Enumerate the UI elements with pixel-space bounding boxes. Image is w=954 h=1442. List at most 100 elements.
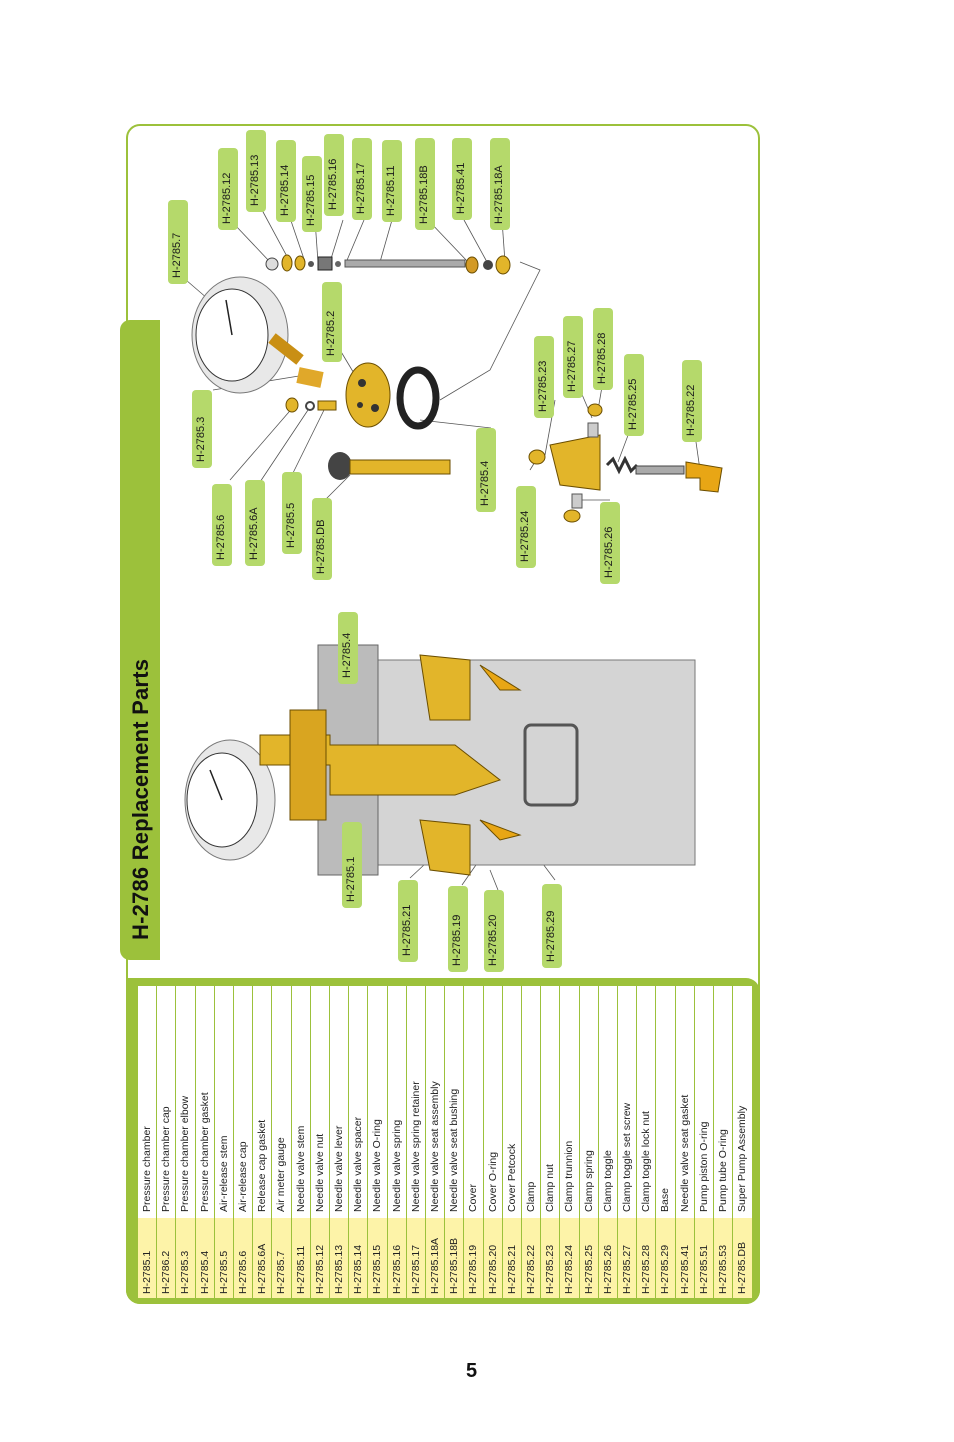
part-description-cell: Needle valve spring retainer — [406, 986, 426, 1218]
part-number-cell: H-2785.1 — [138, 1218, 157, 1298]
callout-label: H-2785.15 — [302, 156, 322, 232]
part-number: H-2785.7 — [275, 1250, 288, 1294]
callout-label: H-2785.18B — [415, 138, 435, 230]
part-number-cell: H-2785.5 — [214, 1218, 234, 1298]
callout-label: H-2785.13 — [246, 130, 266, 212]
part-description-cell: Clamp toggle set screw — [618, 986, 637, 1218]
part-description-cell: Needle valve seat gasket — [675, 986, 695, 1218]
part-number: H-2785.14 — [352, 1244, 365, 1294]
part-description-cell: Cover O-ring — [483, 986, 503, 1218]
table-row: H-2785.15 Needle valve O-ring — [367, 986, 388, 1298]
part-number: H-2785.21 — [505, 1244, 518, 1294]
table-row: H-2785.23 Clamp nut — [540, 986, 561, 1298]
part-description: Clamp — [525, 1181, 537, 1212]
callout-label: H-2785.21 — [398, 880, 418, 962]
part-description: Needle valve stem — [294, 1125, 307, 1212]
part-description: Pressure chamber cap — [160, 1106, 173, 1212]
part-description-cell: Cover — [464, 986, 484, 1218]
table-row: H-2785.27 Clamp toggle set screw — [617, 986, 637, 1298]
callout-label: H-2785.27 — [563, 316, 583, 398]
callout-label: H-2785.24 — [516, 486, 536, 568]
part-description: Needle valve spacer — [352, 1116, 365, 1212]
part-description: Needle valve spring retainer — [409, 1081, 422, 1212]
callout-label: H-2785.22 — [682, 360, 702, 442]
part-number: H-2786.2 — [160, 1250, 173, 1294]
part-number-cell: H-2785.6A — [253, 1218, 273, 1298]
part-number-cell: H-2785.21 — [502, 1218, 522, 1298]
part-number: H-2785.6 — [237, 1250, 249, 1294]
part-number: H-2785.24 — [563, 1244, 576, 1294]
part-number: H-2785.1 — [141, 1250, 153, 1294]
part-description: Pressure chamber gasket — [198, 1092, 211, 1212]
table-row: H-2786.2 Pressure chamber cap — [156, 986, 177, 1298]
part-number-cell: H-2785.15 — [368, 1218, 388, 1298]
callout-label: H-2785.3 — [192, 390, 212, 468]
table-row: H-2785.11 Needle valve stem — [290, 986, 311, 1298]
part-description-cell: Needle valve seat assembly — [426, 986, 445, 1218]
part-description: Needle valve O-ring — [371, 1119, 384, 1212]
part-description-cell: Needle valve O-ring — [368, 986, 388, 1218]
callout-label: H-2785.29 — [542, 884, 562, 968]
part-number: H-2785.15 — [371, 1244, 384, 1294]
part-number: H-2785.27 — [621, 1244, 633, 1294]
part-description-cell: Base — [656, 986, 676, 1218]
callout-label: H-2785.26 — [600, 502, 620, 584]
part-number-cell: H-2785.25 — [579, 1218, 599, 1298]
part-description: Clamp toggle — [601, 1150, 614, 1212]
table-row: H-2785.DB Super Pump Assembly — [732, 986, 753, 1298]
part-description-cell: Pump tube O-ring — [714, 986, 733, 1218]
part-number-cell: H-2785.22 — [522, 1218, 541, 1298]
part-number: H-2785.23 — [544, 1244, 557, 1294]
part-number-cell: H-2785.24 — [560, 1218, 580, 1298]
callout-label: H-2785.11 — [382, 140, 402, 222]
part-number-cell: H-2785.53 — [714, 1218, 733, 1298]
part-description-cell: Clamp spring — [579, 986, 599, 1218]
part-description: Pressure chamber elbow — [179, 1095, 192, 1212]
callout-label: H-2785.28 — [593, 308, 613, 390]
part-number: H-2785.51 — [697, 1244, 710, 1294]
table-row: H-2785.14 Needle valve spacer — [348, 986, 369, 1298]
part-description: Cover Petcock — [505, 1143, 518, 1212]
part-description: Air-release cap — [237, 1141, 249, 1212]
table-row: H-2785.25 Clamp spring — [578, 986, 599, 1298]
callout-label: H-2785.17 — [352, 138, 372, 220]
page-number: 5 — [466, 1360, 478, 1382]
callout-label: H-2785.14 — [276, 140, 296, 222]
part-number-cell: H-2785.18A — [426, 1218, 445, 1298]
part-description: Pump piston O-ring — [697, 1121, 710, 1212]
part-number-cell: H-2785.11 — [291, 1218, 311, 1298]
part-number-cell: H-2785.26 — [598, 1218, 618, 1298]
part-number: H-2785.18B — [448, 1237, 461, 1294]
part-description: Super Pump Assembly — [736, 1105, 749, 1212]
part-number-cell: H-2785.6 — [234, 1218, 253, 1298]
callout-label: H-2785.19 — [448, 886, 468, 972]
part-number-cell: H-2785.28 — [637, 1218, 657, 1298]
part-description-cell: Air-release cap — [234, 986, 253, 1218]
table-row: H-2785.1 Pressure chamber — [137, 986, 157, 1298]
part-number-cell: H-2785.7 — [272, 1218, 292, 1298]
part-number: H-2785.26 — [601, 1244, 614, 1294]
part-description: Clamp spring — [582, 1150, 595, 1212]
part-description-cell: Release cap gasket — [253, 986, 273, 1218]
part-description: Clamp nut — [544, 1164, 557, 1212]
callout-label: H-2785.4 — [476, 428, 496, 512]
part-description-cell: Pressure chamber gasket — [195, 986, 215, 1218]
part-description-cell: Super Pump Assembly — [733, 986, 753, 1218]
part-description: Pressure chamber — [141, 1126, 153, 1212]
part-description-cell: Clamp toggle — [598, 986, 618, 1218]
part-description-cell: Needle valve seat bushing — [445, 986, 465, 1218]
part-number-cell: H-2785.17 — [406, 1218, 426, 1298]
part-number-cell: H-2785.DB — [733, 1218, 753, 1298]
part-number: H-2785.17 — [409, 1244, 422, 1294]
table-row: H-2785.6 Air-release cap — [233, 986, 253, 1298]
